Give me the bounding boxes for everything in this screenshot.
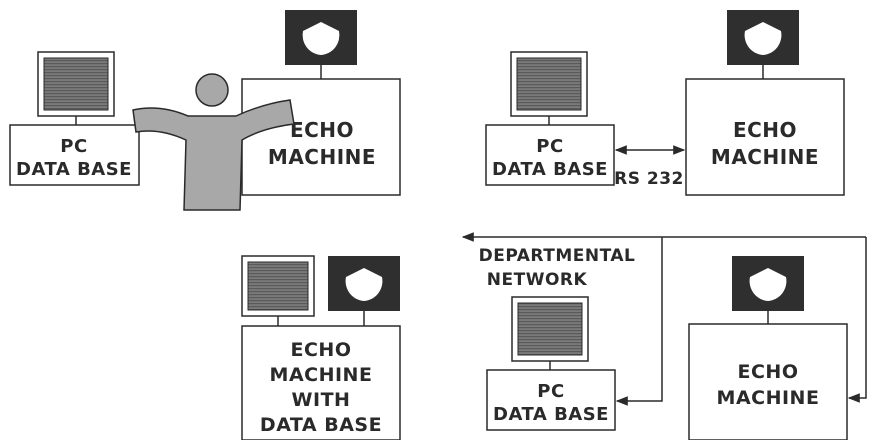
panel-c: ECHO MACHINE WITH DATA BASE <box>241 255 401 440</box>
pc-monitor-icon <box>241 255 315 326</box>
echo-label: ECHO <box>291 339 352 361</box>
pc-database-label: DATA BASE <box>16 159 132 180</box>
echo-monitor-icon <box>727 10 799 79</box>
pc-database-label: DATA BASE <box>493 404 609 425</box>
echo-label: ECHO <box>290 118 354 142</box>
pc-database-box <box>486 369 616 431</box>
echo-machine-label: MACHINE <box>270 364 373 386</box>
pc-database-box <box>9 124 140 186</box>
echo-machine-label: MACHINE <box>717 387 820 409</box>
echo-machine-label: MACHINE <box>711 145 819 169</box>
echo-machine-box <box>688 323 848 440</box>
echo-machine-database-box <box>241 325 401 440</box>
echo-network-connector <box>847 237 867 403</box>
panel-b: PC DATA BASE ECHO MACHINE RS 232 <box>485 10 845 196</box>
echo-label: ECHO <box>738 361 799 383</box>
pc-database-label: DATA BASE <box>492 159 608 180</box>
pc-monitor-icon <box>511 296 589 370</box>
pc-label: PC <box>536 136 563 157</box>
echo-database-label: DATA BASE <box>260 414 382 436</box>
echo-with-label: WITH <box>292 389 351 411</box>
echo-monitor-icon <box>285 10 357 79</box>
pc-monitor-icon <box>510 51 588 125</box>
echo-machine-label: MACHINE <box>268 145 376 169</box>
operator-person-icon <box>132 73 295 211</box>
network-label: DEPARTMENTAL <box>479 246 636 266</box>
pc-monitor-icon <box>37 51 115 125</box>
rs232-label: RS 232 <box>614 169 684 189</box>
echo-monitor-icon <box>732 256 804 324</box>
pc-database-box <box>485 124 615 186</box>
panel-d: DEPARTMENTAL NETWORK PC DATA BASE ECHO M… <box>461 232 867 440</box>
pc-label: PC <box>537 381 564 402</box>
panel-a: PC DATA BASE ECHO MACHINE <box>9 10 401 211</box>
network-label-2: NETWORK <box>487 270 588 290</box>
echo-label: ECHO <box>733 118 797 142</box>
echo-machine-box <box>685 78 845 196</box>
echo-monitor-icon <box>328 256 400 326</box>
echo-machine-box <box>241 78 401 196</box>
pc-network-connector <box>615 237 663 406</box>
pc-label: PC <box>60 136 87 157</box>
